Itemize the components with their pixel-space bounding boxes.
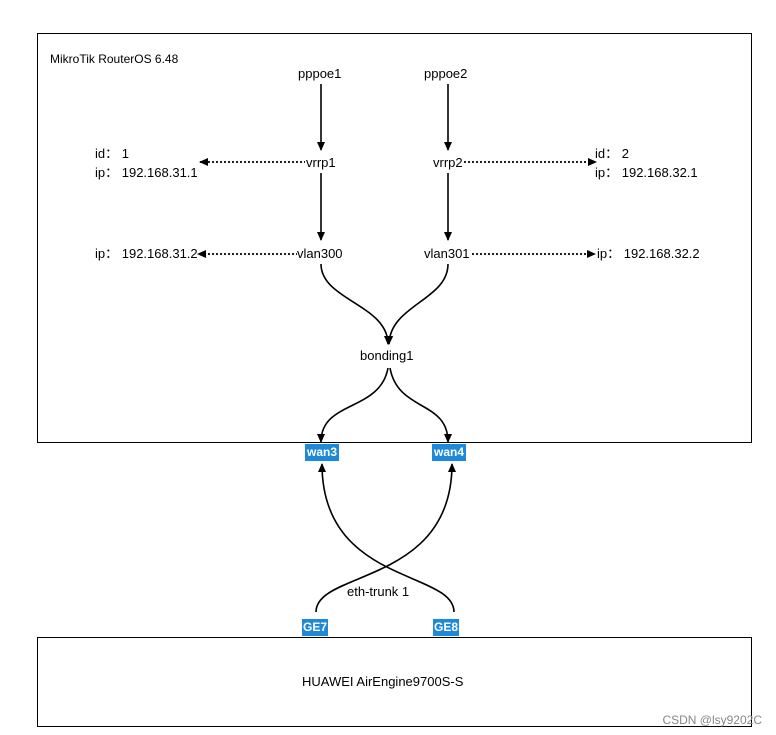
edge-ge7-to-wan4 [315,463,456,613]
vrrp1-ip: ip： 192.168.31.1 [95,165,198,180]
vlan301-ip: ip： 192.168.32.2 [597,246,700,261]
port-wan3: wan3 [305,444,339,461]
vrrp2-id: id： 2 [595,146,629,161]
router-title: MikroTik RouterOS 6.48 [50,52,179,66]
vrrp1-id: id： 1 [95,146,129,161]
port-ge7: GE7 [302,619,328,636]
node-bonding1: bonding1 [360,348,414,364]
link-label: eth-trunk 1 [347,584,410,599]
router-box [37,33,752,443]
port-wan4: wan4 [432,444,466,461]
node-vlan301: vlan301 [424,246,470,262]
node-pppoe2: pppoe2 [424,66,468,81]
port-ge8: GE8 [433,619,459,636]
node-vrrp1: vrrp1 [305,155,337,171]
node-vlan300: vlan300 [297,246,343,262]
switch-box [37,637,752,727]
watermark: CSDN @lsy9202C [662,713,762,727]
vrrp2-ip: ip： 192.168.32.1 [595,165,698,180]
edge-vlan301-bonding1 [385,263,449,345]
edge-vlan300-bonding1 [320,263,392,345]
node-vrrp2: vrrp2 [432,155,464,171]
edge-ge8-to-wan3 [318,463,455,613]
node-pppoe1: pppoe1 [298,66,342,81]
edge-bonding1-wan4 [389,367,452,443]
vlan300-ip: ip： 192.168.31.2 [95,246,198,261]
switch-title: HUAWEI AirEngine9700S-S [302,674,464,689]
edge-bonding1-wan3 [317,367,389,443]
